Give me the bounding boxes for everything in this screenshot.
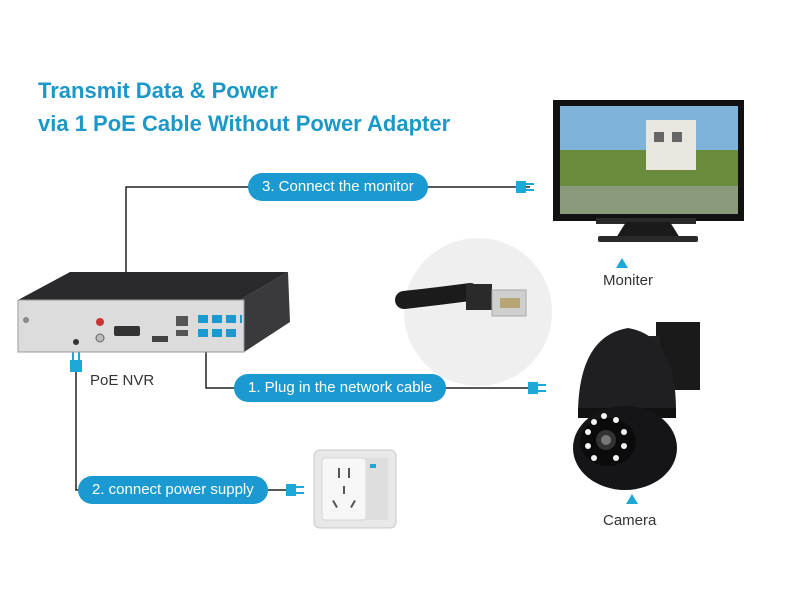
- monitor-pointer-icon: [616, 258, 628, 268]
- nvr-power-plug-icon: [70, 352, 82, 372]
- nvr-label: PoE NVR: [90, 372, 155, 389]
- camera-label: Camera: [603, 512, 657, 529]
- power-socket-device: [313, 449, 397, 529]
- step-plug-network-cable: 1. Plug in the network cable: [234, 374, 447, 402]
- camera-device: [573, 322, 700, 490]
- monitor-device: [553, 100, 744, 242]
- nvr-device: [17, 272, 290, 353]
- step-connect-monitor: 3. Connect the monitor: [248, 173, 428, 201]
- monitor-plug-icon: [516, 181, 534, 193]
- title-line-2: via 1 PoE Cable Without Power Adapter: [38, 111, 451, 136]
- title-line-1: Transmit Data & Power: [38, 78, 278, 103]
- socket-plug-icon: [286, 484, 304, 496]
- camera-plug-icon: [528, 382, 546, 394]
- cable-closeup-image: [395, 238, 552, 386]
- monitor-label: Moniter: [603, 272, 654, 289]
- camera-pointer-icon: [626, 494, 638, 504]
- step-connect-power: 2. connect power supply: [78, 476, 268, 504]
